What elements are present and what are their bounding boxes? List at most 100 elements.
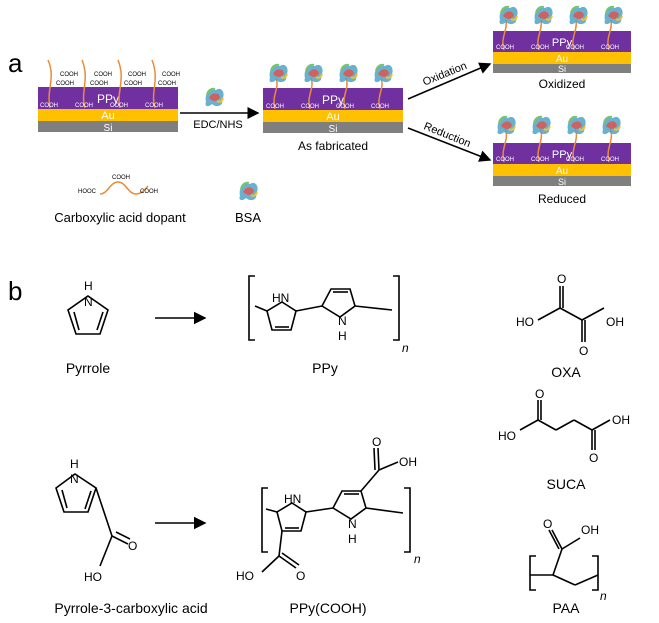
pyrrole-cooh-name: Pyrrole-3-carboxylic acid [54,600,207,616]
oxa-name: OXA [551,364,581,380]
si-layer-label: Si [104,123,113,134]
pyrrole-name: Pyrrole [66,360,111,376]
dopant-group-label: COOH [112,175,130,181]
atom-label: O [535,387,544,401]
atom-label: N [84,295,93,309]
atom-label: O [557,272,566,286]
atom-label: H [338,329,347,343]
atom-label: O [296,569,305,583]
bsa-protein-icon [566,115,587,136]
atom-label: H [84,279,93,293]
chem-structures [55,275,611,591]
bsa-protein-icon [373,63,394,84]
bsa-protein-icon [204,87,225,108]
pyrrole-3-carboxylic-acid-structure [55,473,131,567]
bsa-protein-icon [268,63,289,84]
atom-label: OH [606,315,624,329]
cooh-label: COOH [301,104,319,110]
atom-label: H [348,532,357,546]
ppy-cooh-structure [261,447,411,573]
atom-label: HO [498,429,516,443]
bsa-protein-icon [533,5,554,26]
cooh-label: COOH [94,72,112,78]
dopant-group-label: HOOC [78,189,97,195]
si-layer-label: Si [558,177,566,187]
bsa-protein-icon [496,115,517,136]
legend-dopant-label: Carboxylic acid dopant [54,210,186,225]
dopant-chains [47,59,156,109]
au-layer [38,109,178,121]
au-layer-label: Au [326,111,339,123]
bsa-protein-icon [601,115,622,136]
paa-name: PAA [553,600,581,616]
au-layer-label: Au [101,110,114,122]
atom-label: H [70,457,79,471]
ppy-layer-label: PPy [552,149,573,161]
cooh-label: COOH [124,81,142,87]
si-layer-label: Si [558,64,566,74]
legend-bsa-label: BSA [235,210,261,225]
cooh-label: COOH [128,72,146,78]
atom-label: HO [236,569,254,583]
cooh-label: COOH [60,72,78,78]
cooh-label: COOH [75,103,93,109]
au-layer-label: Au [556,54,568,65]
atom-label: O [543,517,552,531]
atom-label: N [348,517,357,531]
ppy-layer [38,87,178,109]
cooh-label: COOH [496,157,514,163]
atom-label: O [579,344,588,358]
cooh-label: COOH [162,72,180,78]
atom-label: n [402,341,409,355]
atom-label: O [589,451,598,465]
compound-names: Pyrrole PPy OXA SUCA Pyrrole-3-carboxyli… [54,360,586,616]
paa-structure [529,529,599,591]
atom-label: n [414,552,421,566]
cooh-label: COOH [110,103,128,109]
atom-label: HN [272,291,289,305]
cooh-label: COOH [531,45,549,51]
atom-label: OH [612,413,630,427]
cooh-label: COOH [496,45,514,51]
reduced-label: Reduced [538,192,586,206]
cooh-label: COOH [90,81,108,87]
atom-label: O [372,435,381,449]
dopant-group-label: COOH [140,189,158,195]
cooh-label: COOH [40,103,58,109]
bsa-protein-icon [338,63,359,84]
cooh-label: COOH [266,104,284,110]
oxidation-label: Oxidation [421,60,469,89]
bsa-protein-icon [603,5,624,26]
atom-labels: H N HN N H n H N O HO HN N H n O OH HO O… [70,272,630,603]
reduction-label: Reduction [422,120,472,150]
bsa-protein-icon [568,5,589,26]
ppy-layer-label: PPy [322,93,344,107]
atom-label: N [70,472,79,486]
dopant-legend-icon: HOOC COOH COOH [78,175,158,195]
panel-a-label: a [8,48,23,78]
cooh-label: COOH [145,103,163,109]
oxa-structure [537,286,605,342]
oxidation-arrow [407,62,492,100]
bsa-legend-icon [238,181,259,202]
atom-label: n [600,589,607,603]
cooh-label: COOH [531,157,549,163]
ppy-layer-label: PPy [97,92,119,106]
au-layer-label: Au [556,166,568,177]
cooh-label: COOH [371,104,389,110]
substrate-reduced: PPy Au Si COOH COOH COOH COOH [493,115,631,187]
suca-name: SUCA [547,476,587,492]
ppy-layer-label: PPy [552,37,573,49]
suca-structure [519,400,611,450]
si-layer [38,121,178,132]
oxidized-label: Oxidized [539,77,586,91]
atom-label: O [128,539,137,553]
cooh-label: COOH [336,104,354,110]
substrate-oxidized: PPy Au Si COOH COOH COOH COOH [493,5,631,74]
bsa-protein-icon [303,63,324,84]
ppy-structure [248,275,400,341]
bsa-protein-icon [498,5,519,26]
atom-label: N [338,314,347,328]
cooh-label: COOH [566,157,584,163]
